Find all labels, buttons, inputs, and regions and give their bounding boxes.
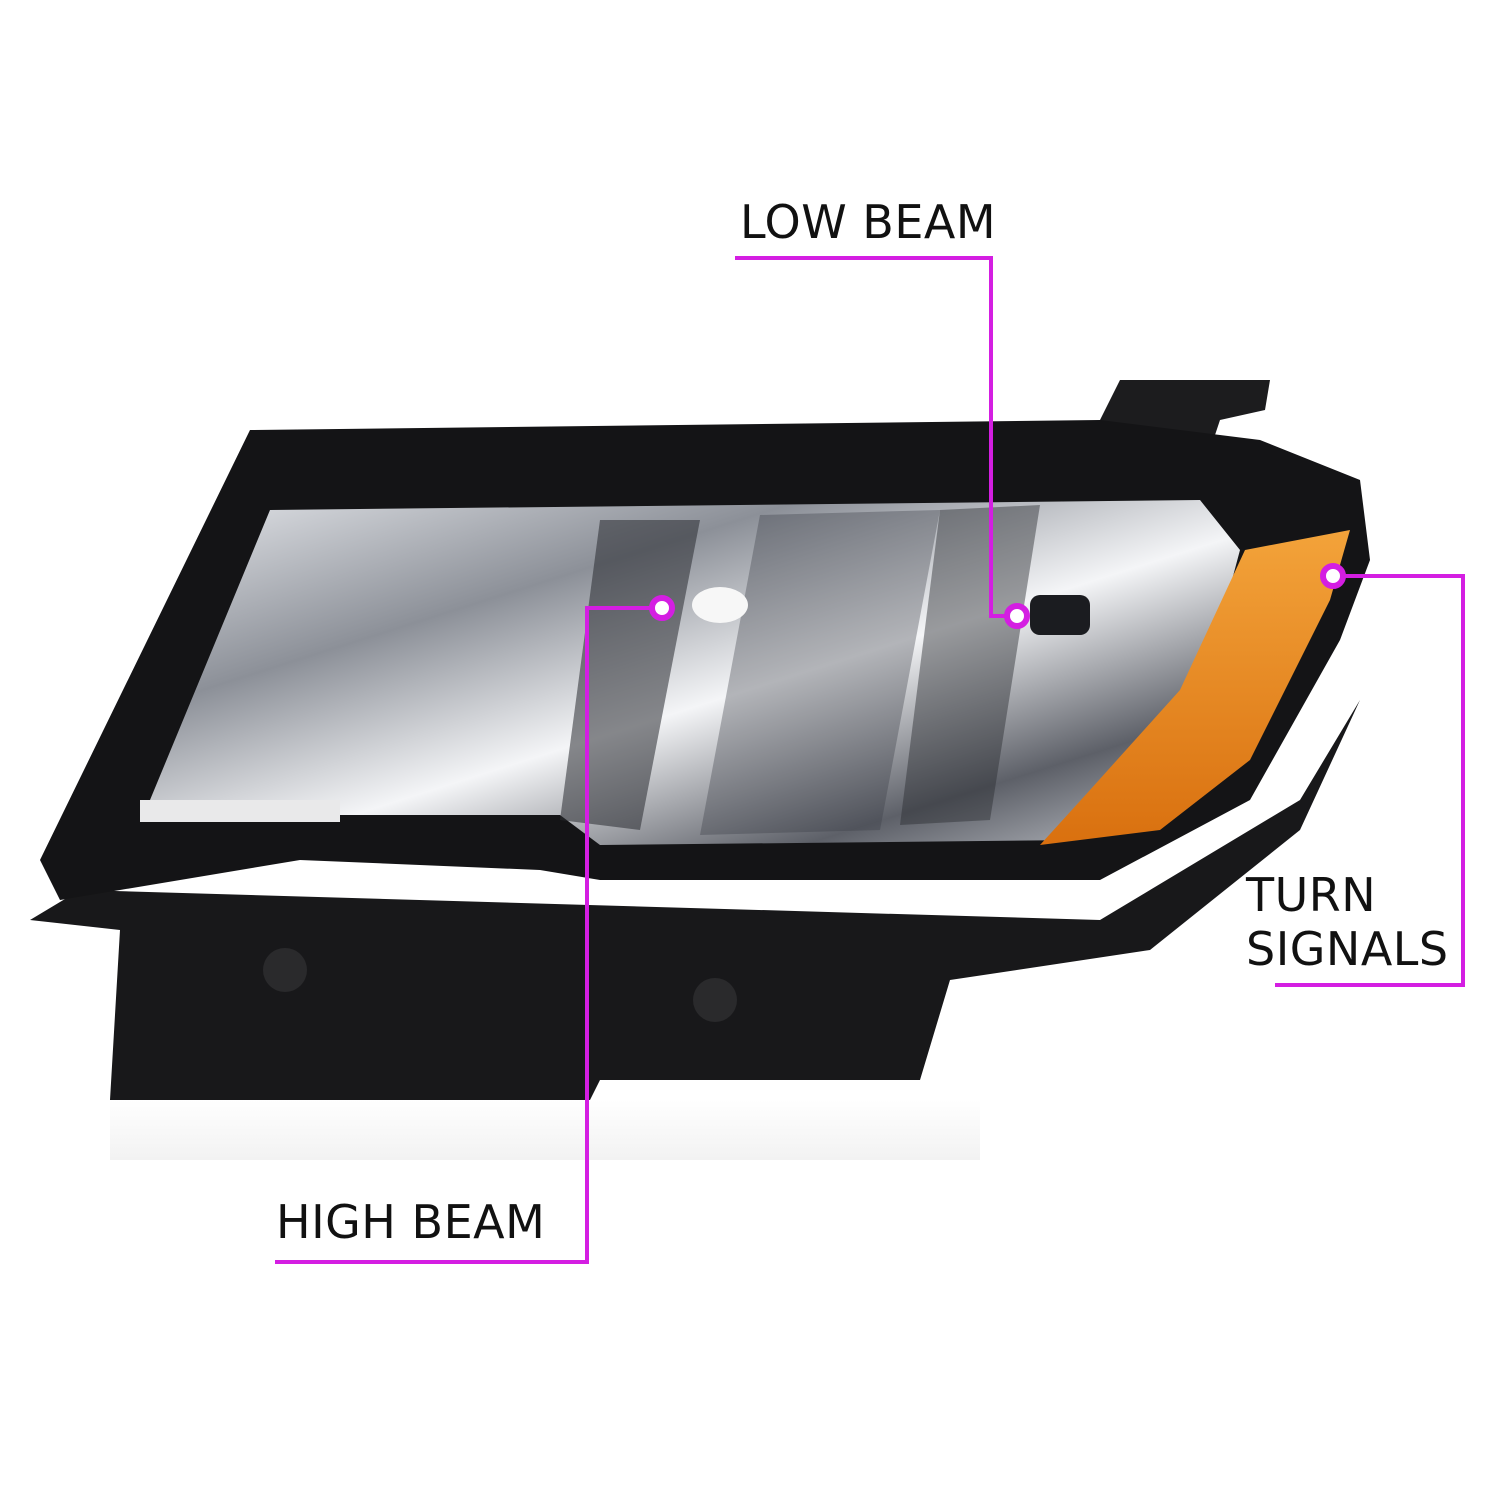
- mount-bracket: [30, 700, 1360, 1100]
- turn-signals-leader-line: [1275, 574, 1465, 987]
- reflection: [110, 1100, 980, 1160]
- position-light-strip: [140, 800, 340, 822]
- lens-reflector: [150, 500, 1240, 845]
- low-beam-label: LOW BEAM: [740, 195, 997, 249]
- high-beam-marker-dot: [649, 595, 675, 621]
- low-beam-projector: [1030, 595, 1090, 635]
- low-beam-leader-line: [735, 256, 1008, 618]
- reflector-divider: [700, 510, 940, 835]
- mount-bolt: [263, 948, 307, 992]
- turn-signals-marker-dot: [1320, 563, 1346, 589]
- turn-signal-amber: [1040, 530, 1350, 845]
- reflector-divider: [900, 505, 1040, 825]
- turn-signals-label-line1: TURN: [1246, 868, 1377, 922]
- high-beam-leader-line: [275, 606, 652, 1264]
- high-beam-label: HIGH BEAM: [276, 1195, 546, 1249]
- low-beam-marker-dot: [1004, 603, 1030, 629]
- mount-bolt: [693, 978, 737, 1022]
- callout-lines: [275, 256, 1465, 1264]
- turn-signals-label-line2: SIGNALS: [1246, 922, 1449, 976]
- high-beam-bulb: [692, 587, 748, 623]
